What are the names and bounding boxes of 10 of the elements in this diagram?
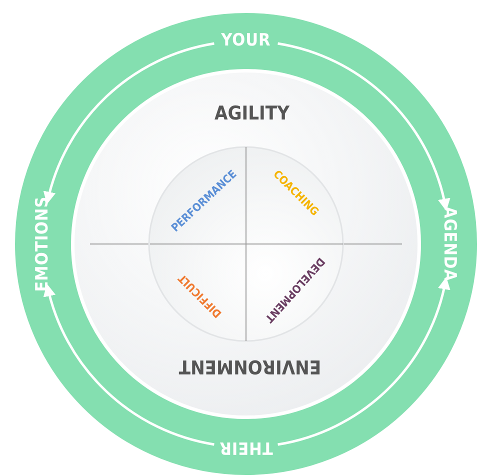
curved-arrow <box>278 276 450 446</box>
section-heading: ENVIRONMENT <box>178 356 322 376</box>
section-heading: AGILITY <box>214 104 290 124</box>
curved-arrow <box>44 42 214 204</box>
ring-word: AGENDA <box>440 206 458 282</box>
ring-word: EMOTIONS <box>34 196 52 292</box>
ring-word: THEIR <box>219 438 273 456</box>
curved-arrow <box>44 284 214 446</box>
ring-word: YOUR <box>221 32 271 50</box>
curved-arrow <box>278 42 450 212</box>
